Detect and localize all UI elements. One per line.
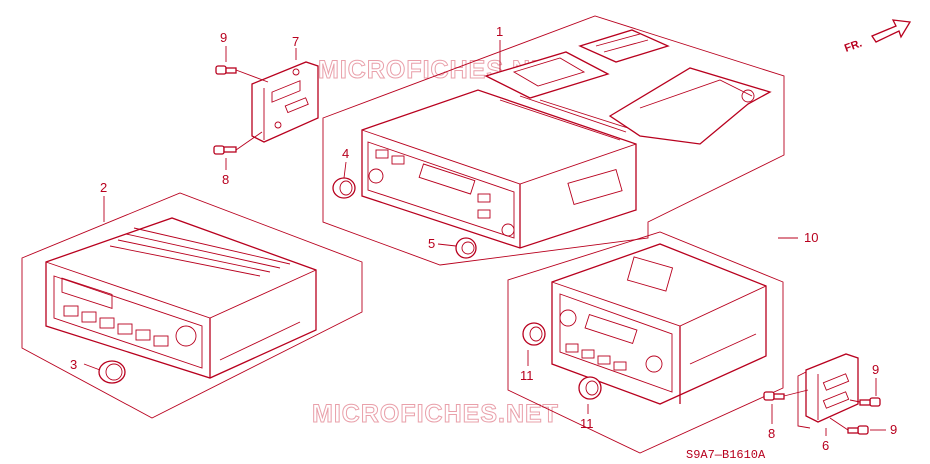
callout-6: 6 xyxy=(822,438,829,453)
mounting-bracket-lower xyxy=(797,353,859,429)
front-direction-arrow-icon xyxy=(871,19,912,43)
radio-left-buttons xyxy=(63,305,197,347)
accessory-bag xyxy=(608,67,772,145)
screw-lower-9a xyxy=(859,397,881,407)
diagram-code: S9A7—B1610A xyxy=(686,448,766,462)
warranty-card xyxy=(578,29,670,63)
knob-5 xyxy=(455,237,477,259)
knob-11-upper xyxy=(522,322,546,346)
screw-upper-1 xyxy=(215,65,237,75)
callout-5: 5 xyxy=(428,236,435,251)
mounting-bracket-upper xyxy=(251,61,319,143)
callout-7: 7 xyxy=(292,34,299,49)
front-direction-label: FR. xyxy=(843,37,864,54)
callout-11-bottom: 11 xyxy=(580,416,594,431)
knob-3 xyxy=(98,360,126,384)
screw-lower-8 xyxy=(763,391,785,401)
radio-unit-left xyxy=(45,217,317,379)
watermark-bottom: MICROFICHES.NET xyxy=(312,400,559,428)
group-outline-right-radio xyxy=(507,231,784,454)
owner-manual-booklet xyxy=(484,51,610,99)
screw-lower-9b xyxy=(847,425,869,435)
screw-upper-2 xyxy=(213,145,237,155)
callout-3: 3 xyxy=(70,357,77,372)
callout-8-upper: 8 xyxy=(222,172,229,187)
callout-9-upper: 9 xyxy=(220,30,227,45)
callout-9-bottom: 9 xyxy=(890,422,897,437)
leader-lines xyxy=(83,40,886,436)
callout-8-lower: 8 xyxy=(768,426,775,441)
callout-11-left: 11 xyxy=(520,368,534,383)
callout-9-right: 9 xyxy=(872,362,879,377)
group-outline-top-radio xyxy=(322,15,785,266)
group-outline-left-radio xyxy=(21,192,363,419)
callout-1: 1 xyxy=(496,24,503,39)
callout-2: 2 xyxy=(100,180,107,195)
radio-unit-right xyxy=(551,243,767,405)
radio-unit-top xyxy=(361,89,637,249)
knob-4 xyxy=(332,177,356,199)
knob-11-lower xyxy=(578,376,602,400)
callout-4: 4 xyxy=(342,146,349,161)
callout-10: 10 xyxy=(804,230,818,245)
